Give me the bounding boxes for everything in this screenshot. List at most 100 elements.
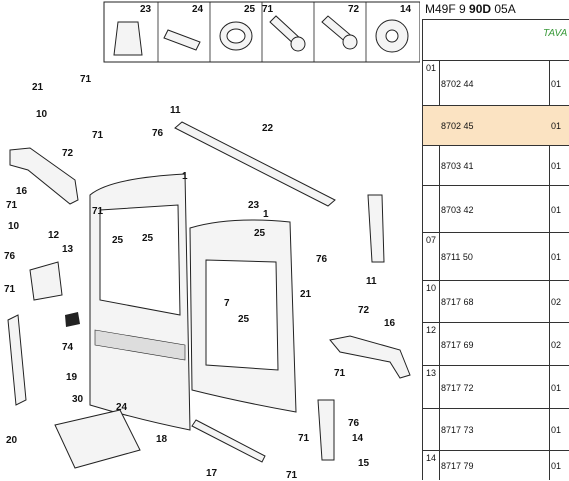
callout: 1 [182,171,188,182]
callout: 16 [16,186,28,197]
callout: 72 [62,148,74,159]
left-seal-strip [7,314,27,406]
row-section: 14 [426,453,437,463]
callout: 71 [6,200,18,211]
callout: 71 [92,130,104,141]
callout: 17 [206,468,218,479]
row-part-code: 8717 69 [441,340,474,350]
table-row[interactable]: 07 8711 50 01 [423,232,569,281]
bottom-seal-strip [191,419,266,463]
left-door [89,173,191,431]
legend-box: 23 24 25 71 72 14 [103,1,420,63]
callout: 18 [156,434,168,445]
row-part-code: 8702 44 [441,79,474,89]
table-row[interactable]: 8717 73 01 [423,408,569,451]
callout: 24 [116,402,128,413]
row-part-code: 8717 72 [441,383,474,393]
legend-label-23: 23 [140,4,152,15]
callout: 76 [316,254,328,265]
row-part-code: 8717 68 [441,297,474,307]
callout: 21 [32,82,44,93]
lock-block [65,312,80,327]
legend-label-25: 25 [244,4,256,15]
table-row[interactable]: 8703 42 01 [423,185,569,233]
callout: 10 [36,109,48,120]
callout: 72 [358,305,370,316]
callout: 76 [348,418,360,429]
header-suffix: 05A [491,2,516,16]
callout: 1 [263,209,269,220]
clip-kit-tray [54,409,141,469]
row-quantity: 01 [551,121,562,131]
hinge-upper [367,194,385,263]
hinge-lower [317,399,335,461]
callout: 71 [92,206,104,217]
table-row[interactable]: 13 8717 72 01 [423,365,569,409]
legend-label-14: 14 [400,4,412,15]
legend-label-72: 72 [348,4,360,15]
row-quantity: 01 [551,252,562,262]
row-quantity: 02 [551,297,562,307]
parts-diagram: 23 24 25 71 72 14 21 71 10 71 11 76 22 7… [4,1,420,480]
subheader-label: TAVA [543,28,568,39]
header-bold: 90D [469,2,492,16]
callout: 22 [262,123,274,134]
row-part-code: 8711 50 [441,252,473,262]
row-part-code: 8717 73 [441,425,474,435]
row-quantity: 01 [551,383,562,393]
table-row[interactable]: 12 8717 69 02 [423,322,569,366]
row-section: 12 [426,325,437,335]
callout-labels: 21 71 10 71 11 76 22 72 16 1 23 1 71 10 … [4,74,396,480]
callout: 21 [300,289,312,300]
row-section: 01 [426,63,437,73]
hinge-strap-lower [329,335,411,379]
callout: 71 [334,368,346,379]
callout: 74 [62,342,74,353]
table-divider [439,60,440,480]
callout: 71 [298,433,310,444]
row-section: 10 [426,283,437,293]
callout: 16 [384,318,396,329]
row-part-code: 8702 45 [441,121,474,131]
callout: 25 [112,235,124,246]
row-quantity: 02 [551,340,562,350]
callout: 12 [48,230,60,241]
callout: 76 [4,251,16,262]
legend-label-71: 71 [262,4,274,15]
callout: 71 [4,284,16,295]
callout: 7 [224,298,230,309]
callout: 76 [152,128,164,139]
callout: 15 [358,458,370,469]
legend-label-24: 24 [192,4,204,15]
row-part-code: 8717 79 [441,461,474,471]
row-section: 13 [426,368,437,378]
table-row[interactable]: 8703 41 01 [423,145,569,186]
callout: 71 [286,470,298,480]
callout: 10 [8,221,20,232]
right-door [189,219,297,413]
row-part-code: 8703 41 [441,161,474,171]
hinge-strap-upper [9,147,79,205]
top-seal-strip [174,121,336,207]
callout: 20 [6,435,18,446]
callout: 14 [352,433,364,444]
callout: 19 [66,372,78,383]
catalog-header: M49F 9 90D 05A [422,0,569,19]
row-part-code: 8703 42 [441,205,474,215]
row-quantity: 01 [551,425,562,435]
table-row[interactable]: 8702 45 01 [423,105,569,146]
row-quantity: 01 [551,205,562,215]
bracket-left [29,261,63,301]
row-section: 07 [426,235,437,245]
table-row[interactable]: 10 8717 68 02 [423,280,569,323]
callout: 25 [238,314,250,325]
row-quantity: 01 [551,461,562,471]
row-quantity: 01 [551,161,562,171]
table-row[interactable]: 14 8717 79 01 [423,450,569,481]
callout: 11 [366,276,377,287]
table-divider [549,60,550,480]
callout: 71 [80,74,92,85]
callout: 13 [62,244,74,255]
